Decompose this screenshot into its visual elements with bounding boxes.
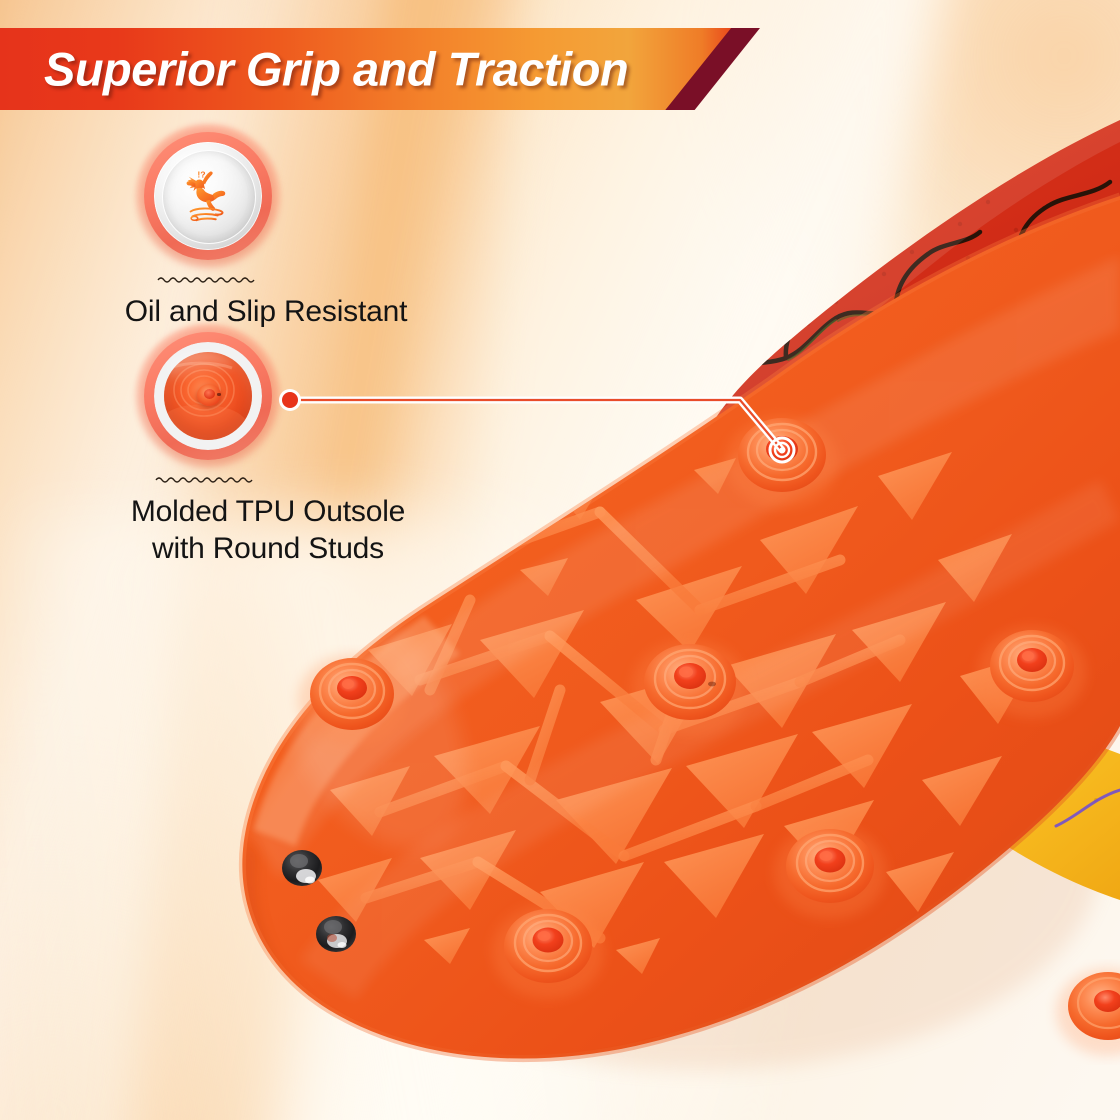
banner-background [0,28,732,110]
feature-badge-slip[interactable]: !? [136,124,280,268]
feature-oil-slip-resistant[interactable]: !? [86,124,446,331]
squiggle-divider [157,277,255,283]
feature-molded-tpu-outsole[interactable]: Molded TPU Outsole with Round Studs [86,324,446,567]
header-banner: Superior Grip and Traction [0,28,760,110]
badge-inner [154,342,262,450]
stud-ring-texture [168,361,250,440]
feature-badge-outsole[interactable] [136,324,280,468]
stud-nub [197,383,222,406]
feature-label-oil-slip-resistant: Oil and Slip Resistant [124,295,408,328]
squiggle-divider [155,477,253,483]
feature-label-molded-tpu-outsole: Molded TPU Outsole with Round Studs [130,495,406,565]
svg-text:!?: !? [197,170,205,180]
outsole-stud-photo-icon [164,352,252,440]
stud-speck [216,393,221,397]
background-light-sweep-4 [22,515,605,1120]
page-title: Superior Grip and Traction [44,42,629,96]
slip-hazard-icon: !? [186,170,226,222]
badge-inner: !? [154,142,262,250]
